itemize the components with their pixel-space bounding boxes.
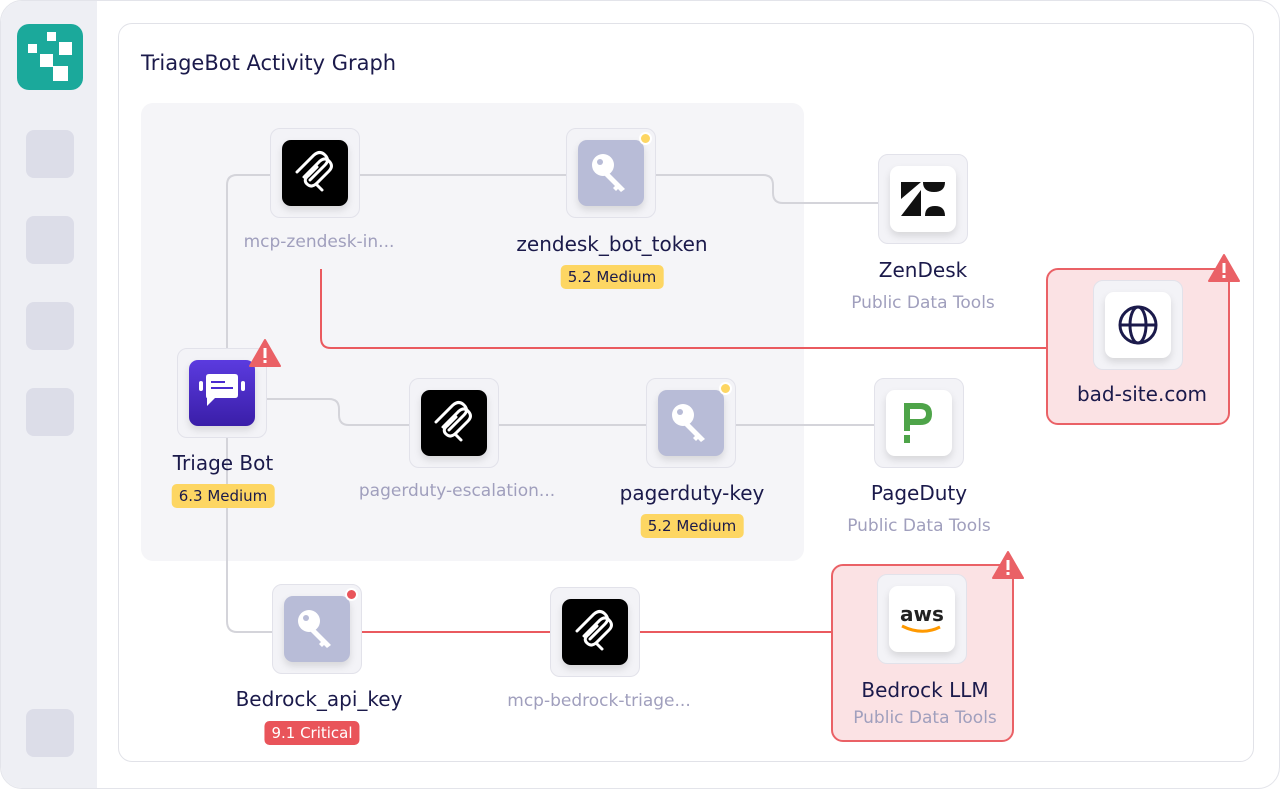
node-label: zendesk_bot_token [516, 232, 708, 256]
edge-mcp-zendesk-bad-site [320, 269, 1046, 349]
node-label: Triage Bot [172, 451, 274, 475]
edge-token-zendesk [655, 174, 879, 204]
edge-triage-mcp-pagerduty [266, 398, 410, 426]
node-sublabel: Public Data Tools [853, 708, 997, 728]
node-label: Bedrock LLM [861, 678, 989, 702]
pagerduty-logo-icon [886, 390, 952, 456]
sidebar-item-1[interactable] [26, 130, 74, 178]
status-dot-medium [639, 132, 652, 145]
node-zendesk[interactable] [878, 154, 968, 244]
node-label: bad-site.com [1076, 382, 1208, 406]
sidebar-item-2[interactable] [26, 216, 74, 264]
sidebar-item-bottom[interactable] [26, 709, 74, 757]
risk-badge: 5.2 Medium [560, 265, 664, 289]
chat-bot-icon [189, 360, 255, 426]
edge-triage-mcp-zendesk [226, 174, 271, 351]
node-sublabel: Public Data Tools [851, 293, 995, 313]
node-label: mcp-zendesk-in... [243, 232, 395, 252]
aws-logo-text: aws [900, 602, 944, 626]
risk-badge: 9.1 Critical [264, 721, 360, 745]
node-mcp-bedrock[interactable] [550, 587, 640, 677]
mcp-icon [562, 599, 628, 665]
node-pagerduty[interactable] [874, 378, 964, 468]
node-label: mcp-bedrock-triage... [507, 691, 691, 711]
key-icon [578, 140, 644, 206]
risk-badge: 6.3 Medium [171, 484, 275, 508]
node-label: PageDuty [870, 481, 968, 505]
status-dot-medium [719, 382, 732, 395]
aws-logo-icon: aws [889, 586, 955, 652]
warning-icon [992, 551, 1024, 579]
sidebar-item-3[interactable] [26, 302, 74, 350]
warning-icon [1208, 254, 1240, 282]
key-icon [658, 390, 724, 456]
node-mcp-zendesk[interactable] [270, 128, 360, 218]
node-label: ZenDesk [878, 258, 968, 282]
node-label: pagerduty-key [619, 481, 765, 505]
node-zendesk-bot-token[interactable] [566, 128, 656, 218]
globe-icon [1105, 292, 1171, 358]
node-pagerduty-key[interactable] [646, 378, 736, 468]
zendesk-logo-icon [890, 166, 956, 232]
key-icon [284, 596, 350, 662]
status-dot-critical [345, 588, 358, 601]
sidebar [1, 1, 97, 788]
risk-badge: 5.2 Medium [640, 514, 744, 538]
app-logo[interactable] [17, 24, 83, 90]
mcp-icon [282, 140, 348, 206]
node-bedrock-api-key[interactable] [272, 584, 362, 674]
edge-triage-bedrock-key [226, 437, 273, 633]
node-label: pagerduty-escalation... [358, 481, 556, 501]
page-title: TriageBot Activity Graph [141, 51, 397, 75]
node-label: Bedrock_api_key [235, 687, 403, 711]
node-bad-site[interactable] [1093, 280, 1183, 370]
mcp-icon [421, 390, 487, 456]
warning-icon [249, 339, 281, 367]
sidebar-item-4[interactable] [26, 388, 74, 436]
node-sublabel: Public Data Tools [847, 516, 991, 536]
node-bedrock-llm[interactable]: aws [877, 574, 967, 664]
node-mcp-pagerduty[interactable] [409, 378, 499, 468]
